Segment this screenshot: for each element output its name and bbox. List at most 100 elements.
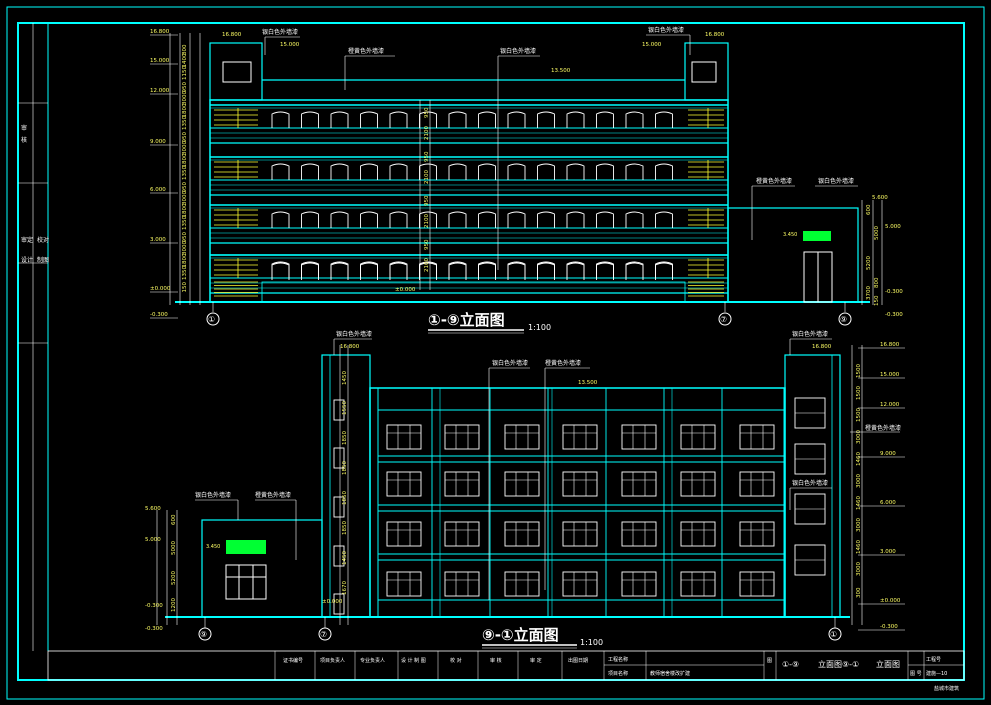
top-left-dim-14: 1800 bbox=[182, 203, 188, 217]
left-strip-rows bbox=[18, 102, 48, 344]
window bbox=[360, 111, 378, 128]
top-main-block bbox=[209, 99, 729, 303]
outer-frame bbox=[6, 6, 985, 700]
window bbox=[389, 111, 408, 128]
top-right-dim-4: 800 bbox=[874, 277, 880, 288]
window bbox=[478, 111, 496, 128]
top-mid-dim-4: 2100 bbox=[424, 170, 430, 184]
top-floor-bands bbox=[210, 104, 728, 303]
window bbox=[386, 424, 422, 450]
window bbox=[389, 211, 408, 228]
top-left-elev-8: -0.300 bbox=[150, 312, 168, 318]
bottom-right-elev-1: 16.800 bbox=[880, 342, 900, 348]
window bbox=[448, 262, 467, 280]
bottom-axis-7: ⑦ bbox=[320, 630, 327, 639]
top-left-dim-18: 1800 bbox=[182, 253, 188, 267]
top-right-dim-1: 600 bbox=[866, 204, 872, 215]
top-elev-roof: 13.500 bbox=[551, 68, 571, 74]
stair-window bbox=[333, 496, 345, 518]
bottom-dim-lines bbox=[156, 345, 863, 625]
top-right-dim-5: 3700 bbox=[866, 286, 872, 300]
top-left-elev-3: 12.000 bbox=[150, 88, 170, 94]
window bbox=[386, 521, 422, 547]
tb-approve: 审 定 bbox=[530, 657, 542, 664]
top-left-dim-9: 3000 bbox=[182, 141, 188, 155]
window bbox=[537, 262, 555, 280]
top-entrance-level: 3.450 bbox=[783, 232, 797, 238]
top-right-dim-2: 5000 bbox=[874, 226, 880, 240]
window bbox=[444, 471, 480, 497]
bottom-right-dim-11: 300 bbox=[856, 587, 862, 598]
window bbox=[301, 262, 319, 280]
window bbox=[448, 261, 467, 278]
window bbox=[507, 163, 526, 180]
window bbox=[330, 163, 349, 180]
top-callout-6: 银白色外墙漆 bbox=[648, 26, 684, 34]
window bbox=[625, 211, 644, 228]
top-left-elevations: 16.80015.00012.0009.0006.0003.000±0.000-… bbox=[150, 29, 178, 319]
bottom-right-dim-10: 3000 bbox=[856, 562, 862, 576]
window bbox=[621, 424, 657, 450]
stair-window bbox=[333, 447, 345, 469]
top-left-dim-17: 3000 bbox=[182, 241, 188, 255]
stair-window bbox=[333, 545, 345, 567]
window bbox=[419, 163, 437, 180]
ground-wall bbox=[261, 281, 686, 303]
top-right-dim-3: 5200 bbox=[866, 256, 872, 270]
window bbox=[655, 261, 673, 278]
top-view-scale: 1:100 bbox=[528, 323, 551, 332]
top-left-dim-11: 1350 bbox=[182, 166, 188, 180]
bottom-ground-level: ±0.000 bbox=[322, 599, 343, 605]
tb-project-lead: 项目负责人 bbox=[320, 657, 345, 664]
bottom-view-title: ⑨-①立面图 bbox=[482, 626, 559, 644]
bottom-left-dim-4: 1200 bbox=[171, 598, 177, 612]
bottom-axis-1: ① bbox=[830, 630, 837, 639]
window bbox=[562, 521, 598, 547]
top-ground-level: ±0.000 bbox=[395, 287, 416, 293]
bottom-right-elev-4: 9.000 bbox=[880, 451, 896, 457]
bottom-callout-2: 银白色外墙漆 bbox=[492, 359, 528, 367]
window bbox=[448, 211, 467, 228]
window bbox=[537, 261, 555, 278]
top-mid-dim-2: 2100 bbox=[424, 126, 430, 140]
window bbox=[566, 261, 585, 278]
bottom-left-elev-3: -0.300 bbox=[145, 603, 163, 609]
bottom-right-dim-3: 1500 bbox=[856, 408, 862, 422]
bottom-right-dim-6: 3000 bbox=[856, 474, 862, 488]
top-left-dim-6: 1800 bbox=[182, 103, 188, 117]
top-left-dim-2: 1400 bbox=[182, 53, 188, 67]
top-right-elev-1: 5.600 bbox=[872, 195, 888, 201]
top-floor-1 bbox=[210, 104, 728, 144]
bottom-elev-tower-left: 16.800 bbox=[340, 344, 360, 350]
bottom-annex-window bbox=[225, 564, 267, 600]
window bbox=[478, 261, 496, 278]
window bbox=[596, 163, 614, 180]
window bbox=[655, 262, 673, 280]
window bbox=[596, 111, 614, 128]
bottom-left-elev-1: 5.600 bbox=[145, 506, 161, 512]
bottom-right-dim-1: 1500 bbox=[856, 364, 862, 378]
window bbox=[360, 163, 378, 180]
top-left-dim-13: 3000 bbox=[182, 191, 188, 205]
bottom-right-elev-3: 12.000 bbox=[880, 402, 900, 408]
window bbox=[621, 571, 657, 597]
window bbox=[444, 424, 480, 450]
top-right-elev-3: -0.300 bbox=[885, 289, 903, 295]
bottom-axis-markers: ⑨ ⑦ ① bbox=[198, 617, 842, 641]
top-mid-dim-3: 950 bbox=[424, 151, 430, 162]
bottom-callout-4: 银白色外墙漆 bbox=[792, 330, 828, 338]
bottom-callout-3: 橙黄色外墙漆 bbox=[545, 359, 581, 367]
axis-bubble bbox=[318, 627, 332, 641]
bottom-callout-6: 银白色外墙漆 bbox=[792, 479, 828, 487]
window bbox=[739, 571, 775, 597]
axis-bubble bbox=[828, 627, 842, 641]
window bbox=[419, 111, 437, 128]
bottom-mid-dim-7: 1450 bbox=[342, 551, 348, 565]
bottom-left-elev-2: 5.000 bbox=[145, 537, 161, 543]
window bbox=[271, 262, 290, 280]
top-left-elev-5: 6.000 bbox=[150, 187, 166, 193]
tb-company: 盐城市建筑 bbox=[934, 685, 959, 692]
top-callout-3: 银白色外墙漆 bbox=[500, 47, 536, 55]
